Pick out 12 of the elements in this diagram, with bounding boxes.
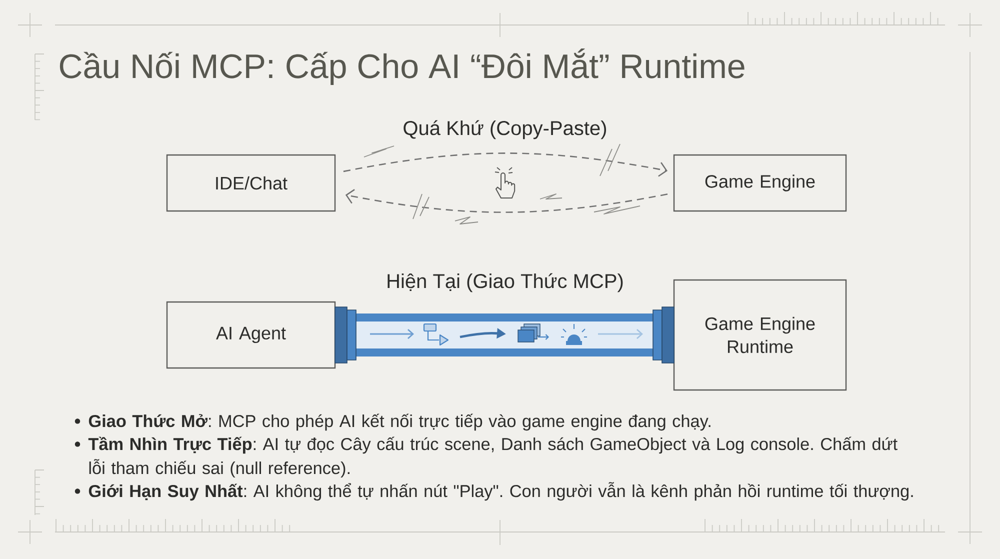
bullet-text: Giao Thức Mở: MCP cho phép AI kết nối trực tiếp vào game engine đang chạy. <box>88 414 710 431</box>
bullet-text: Giới Hạn Suy Nhất: AI không thể tự nhấn nút "Play". Con người vẫn là kênh phản hồi runtime tối thượng. <box>88 482 913 501</box>
section-heading: Quá Khứ (Copy-Paste) <box>404 120 606 140</box>
bullet-text: Tầm Nhìn Trực Tiếp: AI tự đọc Cây cấu trúc scene, Danh sách GameObject và Log console. Chấm dứt lỗi tham chiếu sai (null reference). <box>88 436 898 478</box>
section-heading: Hiện Tại (Giao Thức MCP) <box>388 273 623 292</box>
curved-arrow <box>343 152 668 177</box>
curved-arrow <box>345 189 668 213</box>
system-box: Game Engine Runtime <box>673 279 847 391</box>
system-box: IDE/Chat <box>166 154 336 212</box>
system-box: AI Agent <box>166 301 336 369</box>
slide-title: Cầu Nối MCP: Cấp Cho AI “Đôi Mắt” Runtime <box>60 48 744 86</box>
system-box: Game Engine <box>673 154 847 212</box>
